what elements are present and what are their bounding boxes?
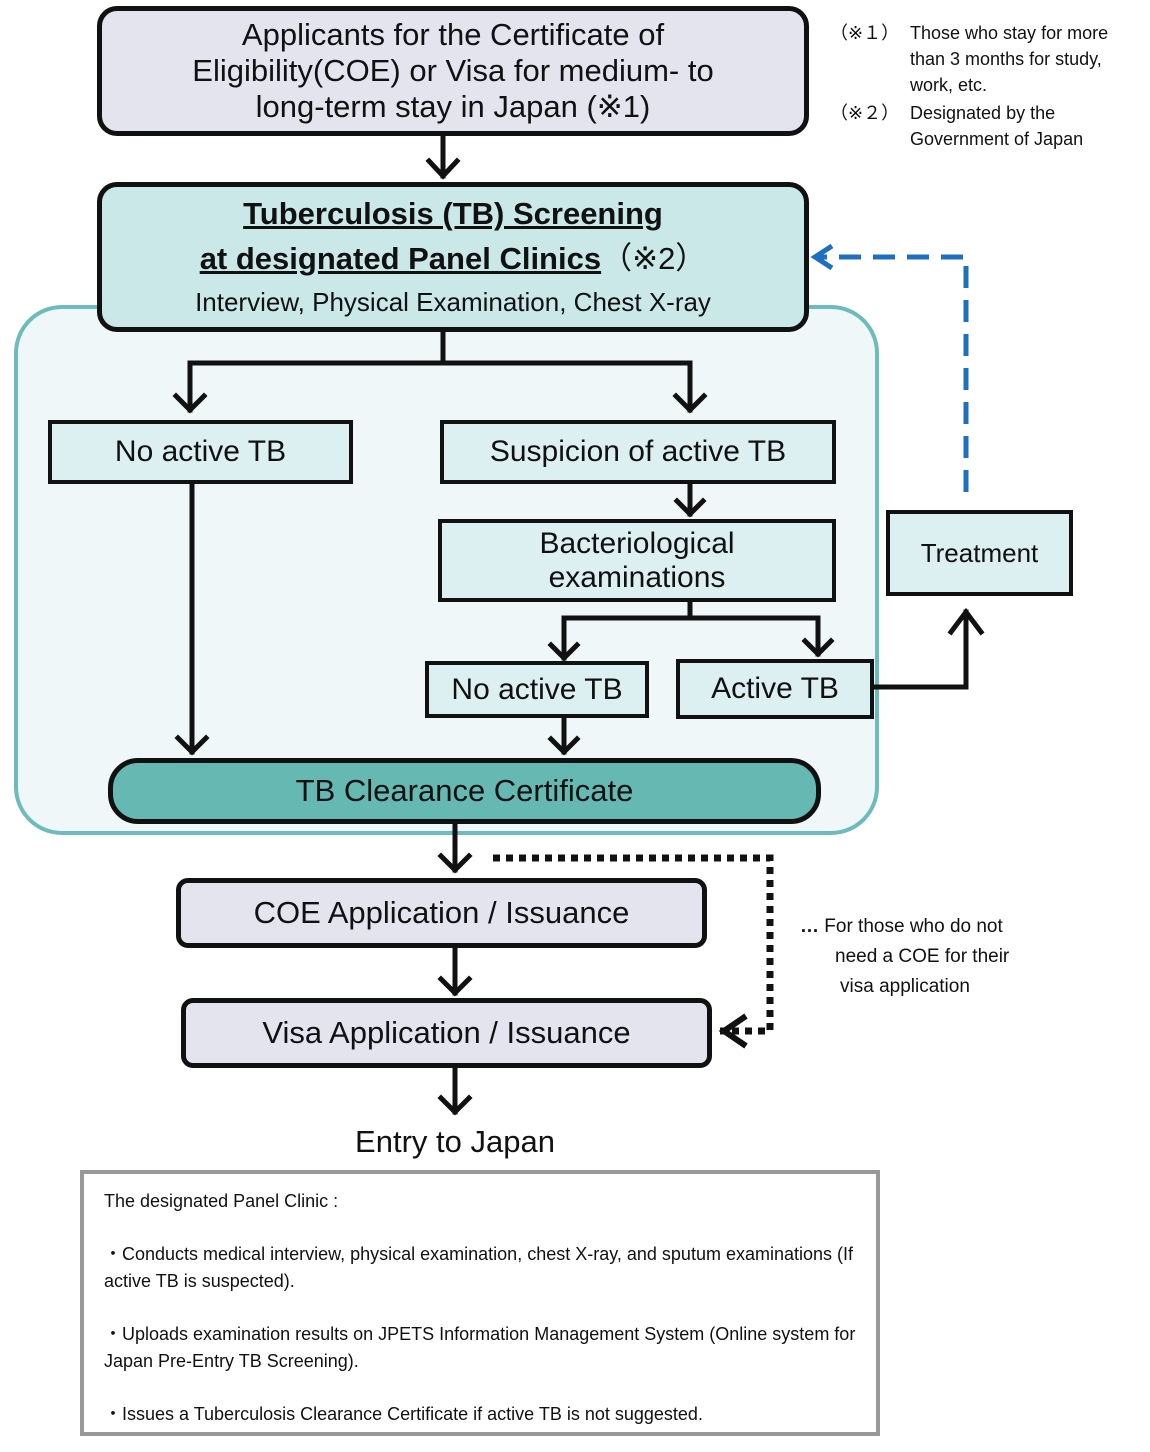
no-active-tb-left-label: No active TB	[114, 435, 287, 468]
no-active-tb-left-box: No active TB	[48, 420, 353, 484]
info-bullet-1: ・Conducts medical interview, physical ex…	[104, 1244, 854, 1291]
footnote-1: （※１） Those who stay for more than 3 mont…	[830, 20, 1150, 98]
entry-to-japan-label: Entry to Japan	[355, 1124, 555, 1159]
coe-application-label: COE Application / Issuance	[253, 895, 630, 930]
footnote-1-text: Those who stay for more than 3 months fo…	[910, 23, 1109, 95]
no-coe-note-line-2: need a COE for their	[835, 946, 1010, 967]
no-active-tb-right-label: No active TB	[451, 672, 623, 706]
screening-title-line-1: Tuberculosis (TB) Screening	[243, 196, 663, 231]
footnote-2-mark: （※２）	[830, 103, 900, 123]
bacteriological-examinations-box: Bacteriological examinations	[438, 519, 836, 602]
treatment-box: Treatment	[886, 510, 1073, 596]
footnote-2-text: Designated by the Government of Japan	[910, 103, 1084, 149]
applicants-line-3: long-term stay in Japan (※1)	[255, 89, 651, 124]
bacteriological-line-1: Bacteriological	[539, 526, 735, 560]
coe-application-box: COE Application / Issuance	[176, 878, 707, 948]
screening-subtitle: Interview, Physical Examination, Chest X…	[195, 287, 711, 317]
visa-application-box: Visa Application / Issuance	[181, 998, 712, 1068]
info-bullet-3: ・Issues a Tuberculosis Clearance Certifi…	[104, 1404, 703, 1424]
tb-clearance-certificate-box: TB Clearance Certificate	[108, 758, 821, 824]
no-coe-note-line-1: For those who do not	[824, 916, 1003, 937]
no-coe-note-dots: …	[800, 916, 819, 937]
suspicion-of-active-tb-box: Suspicion of active TB	[440, 420, 836, 484]
active-tb-label: Active TB	[711, 672, 839, 705]
screening-title-mark: （※2）	[601, 241, 707, 276]
suspicion-label: Suspicion of active TB	[489, 435, 787, 468]
info-bullet-2: ・Uploads examination results on JPETS In…	[104, 1324, 856, 1371]
screening-title-text: at designated Panel Clinics	[199, 241, 602, 276]
feedback-arrow-treatment-to-screening	[810, 243, 969, 492]
visa-application-label: Visa Application / Issuance	[262, 1015, 631, 1050]
arrow-active-to-treatment	[870, 609, 969, 690]
applicants-line-2: Eligibility(COE) or Visa for medium- to	[192, 53, 714, 88]
tb-clearance-label: TB Clearance Certificate	[295, 773, 634, 808]
treatment-label: Treatment	[920, 537, 1039, 568]
applicants-box: Applicants for the Certificate of Eligib…	[97, 6, 809, 136]
bacteriological-line-2: examinations	[548, 560, 726, 594]
footnote-2: （※２） Designated by the Government of Jap…	[830, 100, 1150, 152]
no-coe-note: … For those who do not need a COE for th…	[800, 912, 1050, 1002]
dotted-bypass-arrow	[493, 854, 774, 1035]
tb-screening-box: Tuberculosis (TB) Screening at designate…	[97, 182, 809, 332]
no-coe-note-line-3: visa application	[840, 976, 970, 997]
screening-title-line-2: at designated Panel Clinics（※2）	[200, 236, 707, 282]
info-heading: The designated Panel Clinic :	[104, 1191, 339, 1211]
footnote-1-mark: （※１）	[830, 23, 900, 43]
applicants-line-1: Applicants for the Certificate of	[241, 17, 665, 52]
panel-clinic-info-box: The designated Panel Clinic : ・Conducts …	[80, 1170, 880, 1436]
active-tb-box: Active TB	[676, 659, 874, 719]
no-active-tb-right-box: No active TB	[425, 661, 649, 718]
